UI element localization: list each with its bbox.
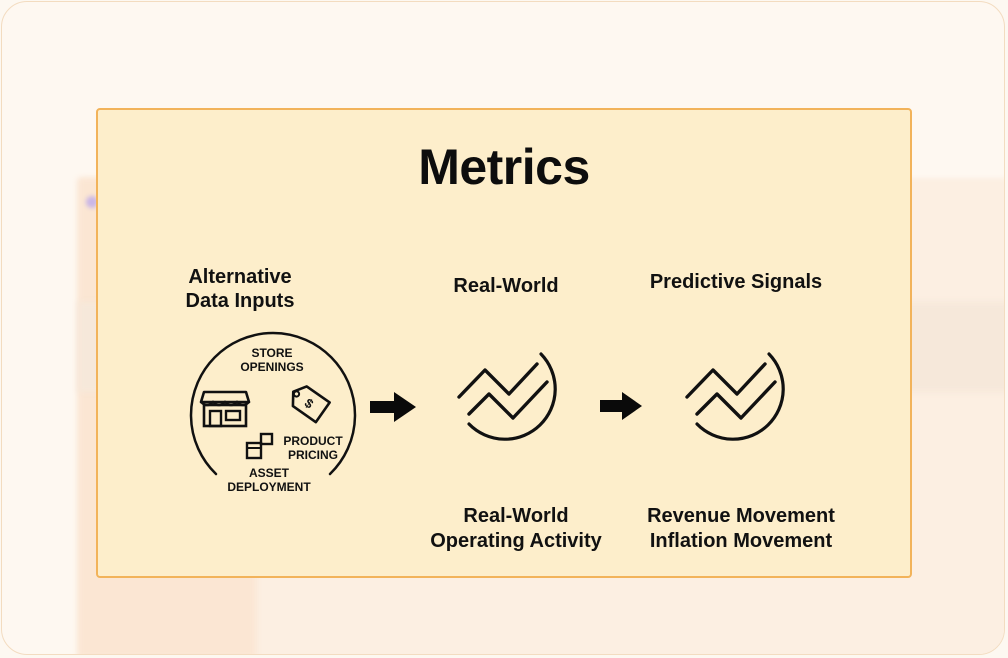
asset-deployment-line1: ASSET (248, 466, 289, 480)
price-tag-icon: $ (291, 385, 331, 424)
predictive-signals-footer-line2: Inflation Movement (649, 530, 833, 552)
background-app-dot (86, 196, 98, 208)
inputs-heading-line1: Alternative (188, 266, 292, 288)
boxes-icon (245, 432, 274, 460)
right-arrow-icon (370, 392, 416, 422)
trend-circle-icon (685, 352, 785, 441)
predictive-signals-heading: Predictive Signals (628, 270, 844, 294)
svg-text:$: $ (302, 395, 317, 412)
real-world-heading: Real-World (416, 274, 596, 298)
product-pricing-line2: PRICING (287, 448, 338, 462)
metrics-card: Metrics Alternative Data Inputs STORE OP… (96, 108, 912, 578)
card-title: Metrics (418, 139, 590, 195)
real-world-footer-line1: Real-World (463, 505, 569, 527)
inputs-heading-line2: Data Inputs (185, 290, 295, 312)
store-openings-line1: STORE (251, 346, 293, 360)
product-pricing-label: PRODUCT PRICING (278, 434, 348, 462)
inputs-heading: Alternative Data Inputs (160, 265, 320, 313)
store-openings-line2: OPENINGS (240, 360, 304, 374)
asset-deployment-label: ASSET DEPLOYMENT (214, 466, 324, 494)
trend-circle-icon (457, 352, 557, 441)
real-world-heading-line1: Real-World (453, 275, 559, 297)
inputs-circle (189, 331, 357, 476)
store-openings-label: STORE OPENINGS (228, 346, 316, 374)
asset-deployment-line2: DEPLOYMENT (227, 480, 311, 494)
product-pricing-line1: PRODUCT (283, 434, 343, 448)
right-arrow-icon (600, 392, 642, 420)
predictive-signals-footer: Revenue Movement Inflation Movement (628, 504, 854, 554)
real-world-footer-line2: Operating Activity (430, 530, 602, 552)
predictive-signals-footer-line1: Revenue Movement (647, 505, 835, 527)
store-icon (199, 390, 251, 428)
real-world-footer: Real-World Operating Activity (416, 504, 616, 554)
predictive-signals-heading-line1: Predictive Signals (649, 271, 823, 293)
